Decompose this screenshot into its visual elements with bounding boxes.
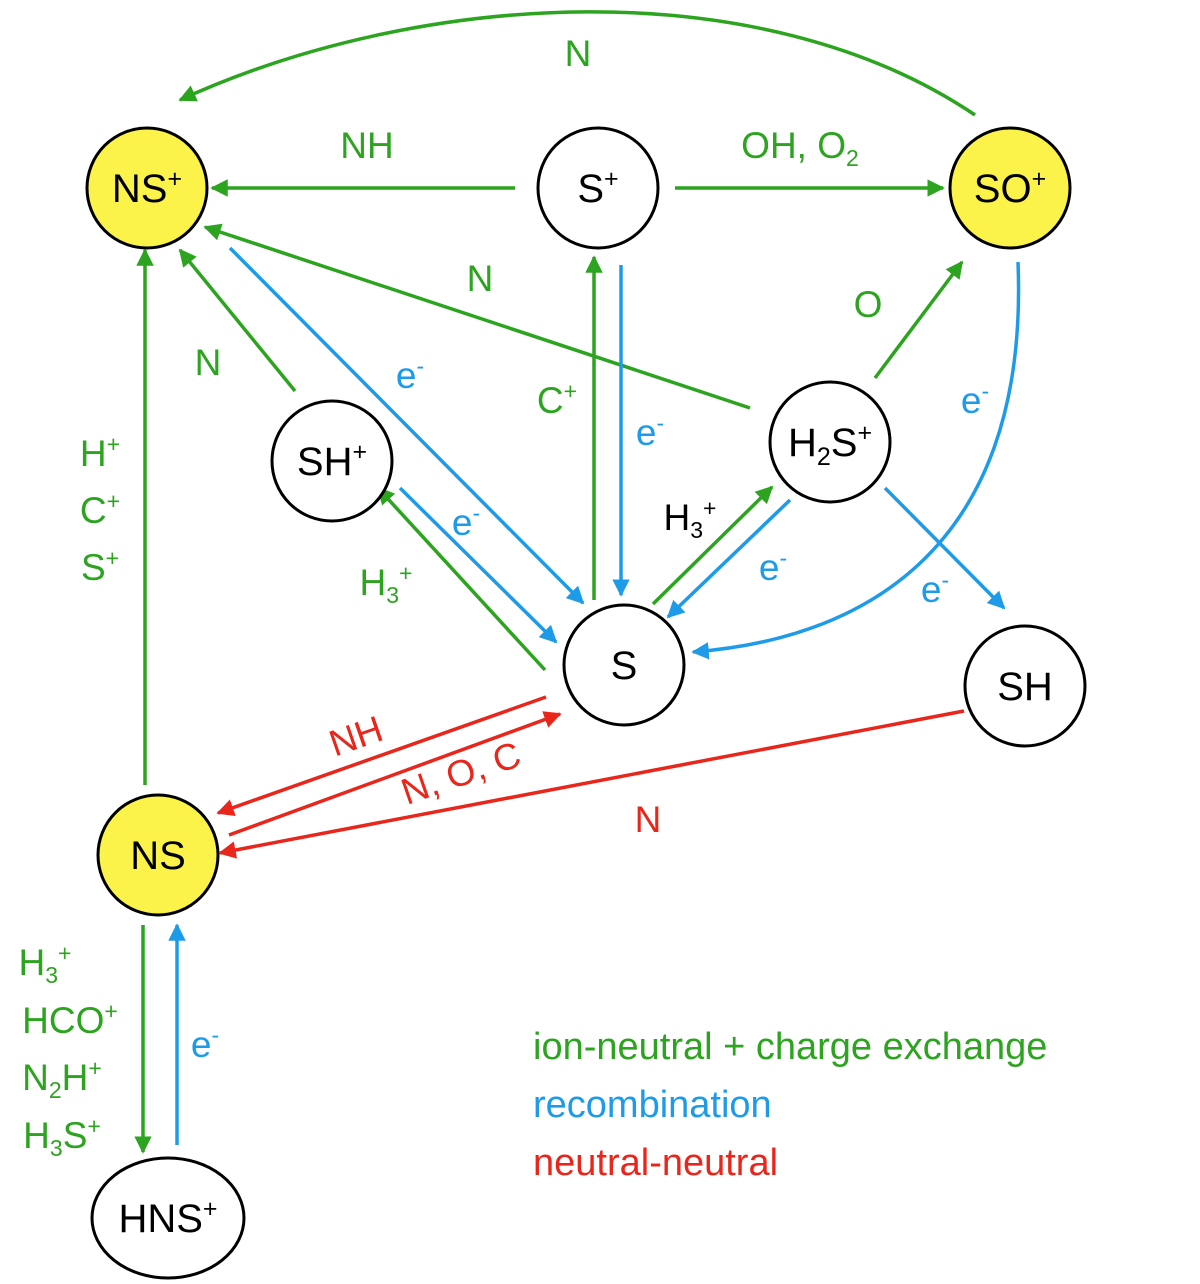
edge-sop-to-nsp bbox=[178, 10, 976, 117]
node-label: S bbox=[611, 644, 638, 688]
node-ns: NS bbox=[96, 793, 220, 917]
edge-sh-to-ns bbox=[218, 709, 965, 859]
lbl-sp-rec: e- bbox=[636, 410, 664, 453]
lbl-h3-sh: H3+ bbox=[360, 560, 413, 608]
lbl-h2s-s-rec: e- bbox=[759, 545, 787, 588]
node-label: SH bbox=[997, 665, 1053, 709]
lbl-c1: C+ bbox=[80, 488, 120, 531]
lbl-so-ns-n: N bbox=[565, 33, 592, 74]
lbl-s1: S+ bbox=[81, 545, 119, 588]
lbl-l-n2h: N2H+ bbox=[22, 1055, 102, 1103]
lbl-s-ns-nh: NH bbox=[340, 125, 393, 166]
node-sp: S+ bbox=[536, 126, 660, 250]
lbl-sh-ns-n: N bbox=[195, 342, 222, 383]
node-hnsp: HNS+ bbox=[90, 1156, 246, 1280]
lbl-hns-rec: e- bbox=[191, 1022, 219, 1065]
node-circle bbox=[562, 603, 686, 727]
node-circle bbox=[90, 1156, 246, 1280]
node-s: S bbox=[562, 603, 686, 727]
lbl-h2s-ns-n: N bbox=[467, 258, 494, 299]
lbl-s-sp-c: C+ bbox=[537, 378, 577, 421]
node-circle bbox=[270, 399, 394, 523]
lbl-so-rec: e- bbox=[961, 378, 989, 421]
lbl-nn-n: N bbox=[635, 799, 662, 840]
edge-s-to-shp bbox=[376, 486, 547, 672]
node-circle bbox=[96, 793, 220, 917]
node-label: NS+ bbox=[112, 165, 182, 211]
edge-h2sp-to-sh bbox=[883, 486, 1006, 610]
legend: ion-neutral + charge exchange recombinat… bbox=[533, 1018, 1047, 1192]
lbl-h2s-sh-rec: e- bbox=[921, 567, 949, 610]
lbl-h2s-so-o: O bbox=[854, 284, 883, 325]
lbl-l-h3: H3+ bbox=[19, 940, 72, 988]
edge-s-to-ns bbox=[216, 695, 547, 816]
node-sh: SH bbox=[963, 624, 1087, 748]
node-label: NS bbox=[130, 834, 186, 878]
lbl-s-so: OH, O2 bbox=[741, 125, 859, 171]
legend-recombination: recombination bbox=[533, 1084, 772, 1126]
lbl-h3-h2s: H3+ bbox=[664, 495, 717, 543]
lbl-nn-noc: N, O, C bbox=[396, 734, 526, 813]
node-circle bbox=[536, 126, 660, 250]
edge-sop-to-s bbox=[691, 261, 1021, 660]
node-label: S+ bbox=[577, 165, 618, 211]
lbl-ns-rec: e- bbox=[396, 353, 424, 396]
node-label: H2S+ bbox=[788, 419, 872, 471]
node-h2sp: H2S+ bbox=[768, 380, 892, 504]
node-circle bbox=[768, 380, 892, 504]
edge-shp-to-nsp bbox=[178, 248, 297, 393]
edges bbox=[134, 10, 1021, 1154]
legend-ion-neutral: ion-neutral + charge exchange bbox=[533, 1026, 1048, 1068]
node-label: HNS+ bbox=[118, 1195, 217, 1241]
edge-ns-to-s bbox=[228, 711, 562, 837]
legend-neutral-neutral: neutral-neutral bbox=[533, 1142, 779, 1184]
node-label: SO+ bbox=[974, 165, 1046, 211]
edge-h2sp-to-s bbox=[666, 498, 792, 619]
edge-h2sp-to-nsp bbox=[203, 223, 751, 410]
node-sop: SO+ bbox=[948, 126, 1072, 250]
node-circle bbox=[85, 126, 209, 250]
node-label: SH+ bbox=[297, 438, 367, 484]
nodes: NS+ S+ SO+ SH+ H2S+ S SH NS HNS+ bbox=[85, 126, 1087, 1280]
edge-s-to-h2sp bbox=[651, 485, 774, 606]
lbl-sh-rec: e- bbox=[452, 500, 480, 543]
lbl-h1: H+ bbox=[80, 431, 120, 474]
lbl-l-h3s: H3S+ bbox=[23, 1113, 101, 1161]
edge-shp-to-s bbox=[398, 486, 558, 644]
node-circle bbox=[963, 624, 1087, 748]
node-shp: SH+ bbox=[270, 399, 394, 523]
edge-h2sp-to-sop bbox=[873, 260, 964, 380]
node-circle bbox=[948, 126, 1072, 250]
edge-nsp-to-s bbox=[228, 246, 585, 605]
node-nsp: NS+ bbox=[85, 126, 209, 250]
lbl-l-hco: HCO+ bbox=[22, 998, 118, 1041]
